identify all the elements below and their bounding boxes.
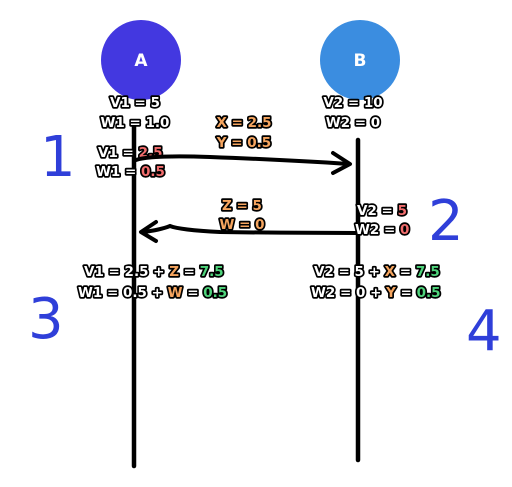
- msg-ab-y: Y = 0.5: [216, 135, 271, 151]
- node-b-label: B: [354, 51, 367, 71]
- b-after-w2: W2 = 0: [355, 222, 409, 238]
- msg-ab-x: X = 2.5: [216, 115, 271, 131]
- b-after-v2: V2 = 5: [357, 203, 407, 219]
- step-1: 1: [40, 125, 76, 190]
- step-2: 2: [428, 189, 464, 254]
- a-update-v1: V1 = 2.5 + Z = 7.5: [84, 264, 224, 280]
- node-a-label: A: [134, 51, 148, 71]
- a-initial-w1: W1 = 1.0: [101, 115, 170, 131]
- arrow-b-to-a: [141, 223, 358, 235]
- step-4: 4: [466, 299, 502, 364]
- node-b-circle: [320, 20, 400, 100]
- msg-ba-z: Z = 5: [222, 198, 262, 214]
- b-initial-w2: W2 = 0: [326, 115, 380, 131]
- arrowhead-a-to-b: [331, 151, 352, 175]
- step-3: 3: [28, 287, 64, 352]
- a-after-w1: W1 = 0.5: [96, 164, 165, 180]
- a-update-w1: W1 = 0.5 + W = 0.5: [78, 285, 227, 301]
- msg-ba-w: W = 0: [220, 217, 265, 233]
- b-update-v2: V2 = 5 + X = 7.5: [314, 264, 440, 280]
- arrow-a-to-b: [134, 154, 350, 166]
- b-initial-v2: V2 = 10: [323, 95, 382, 111]
- node-a-circle: [101, 20, 181, 100]
- b-update-w2: W2 = 0 + Y = 0.5: [311, 285, 441, 301]
- a-initial-v1: V1 = 5: [110, 95, 160, 111]
- arrowhead-b-to-a: [139, 220, 158, 243]
